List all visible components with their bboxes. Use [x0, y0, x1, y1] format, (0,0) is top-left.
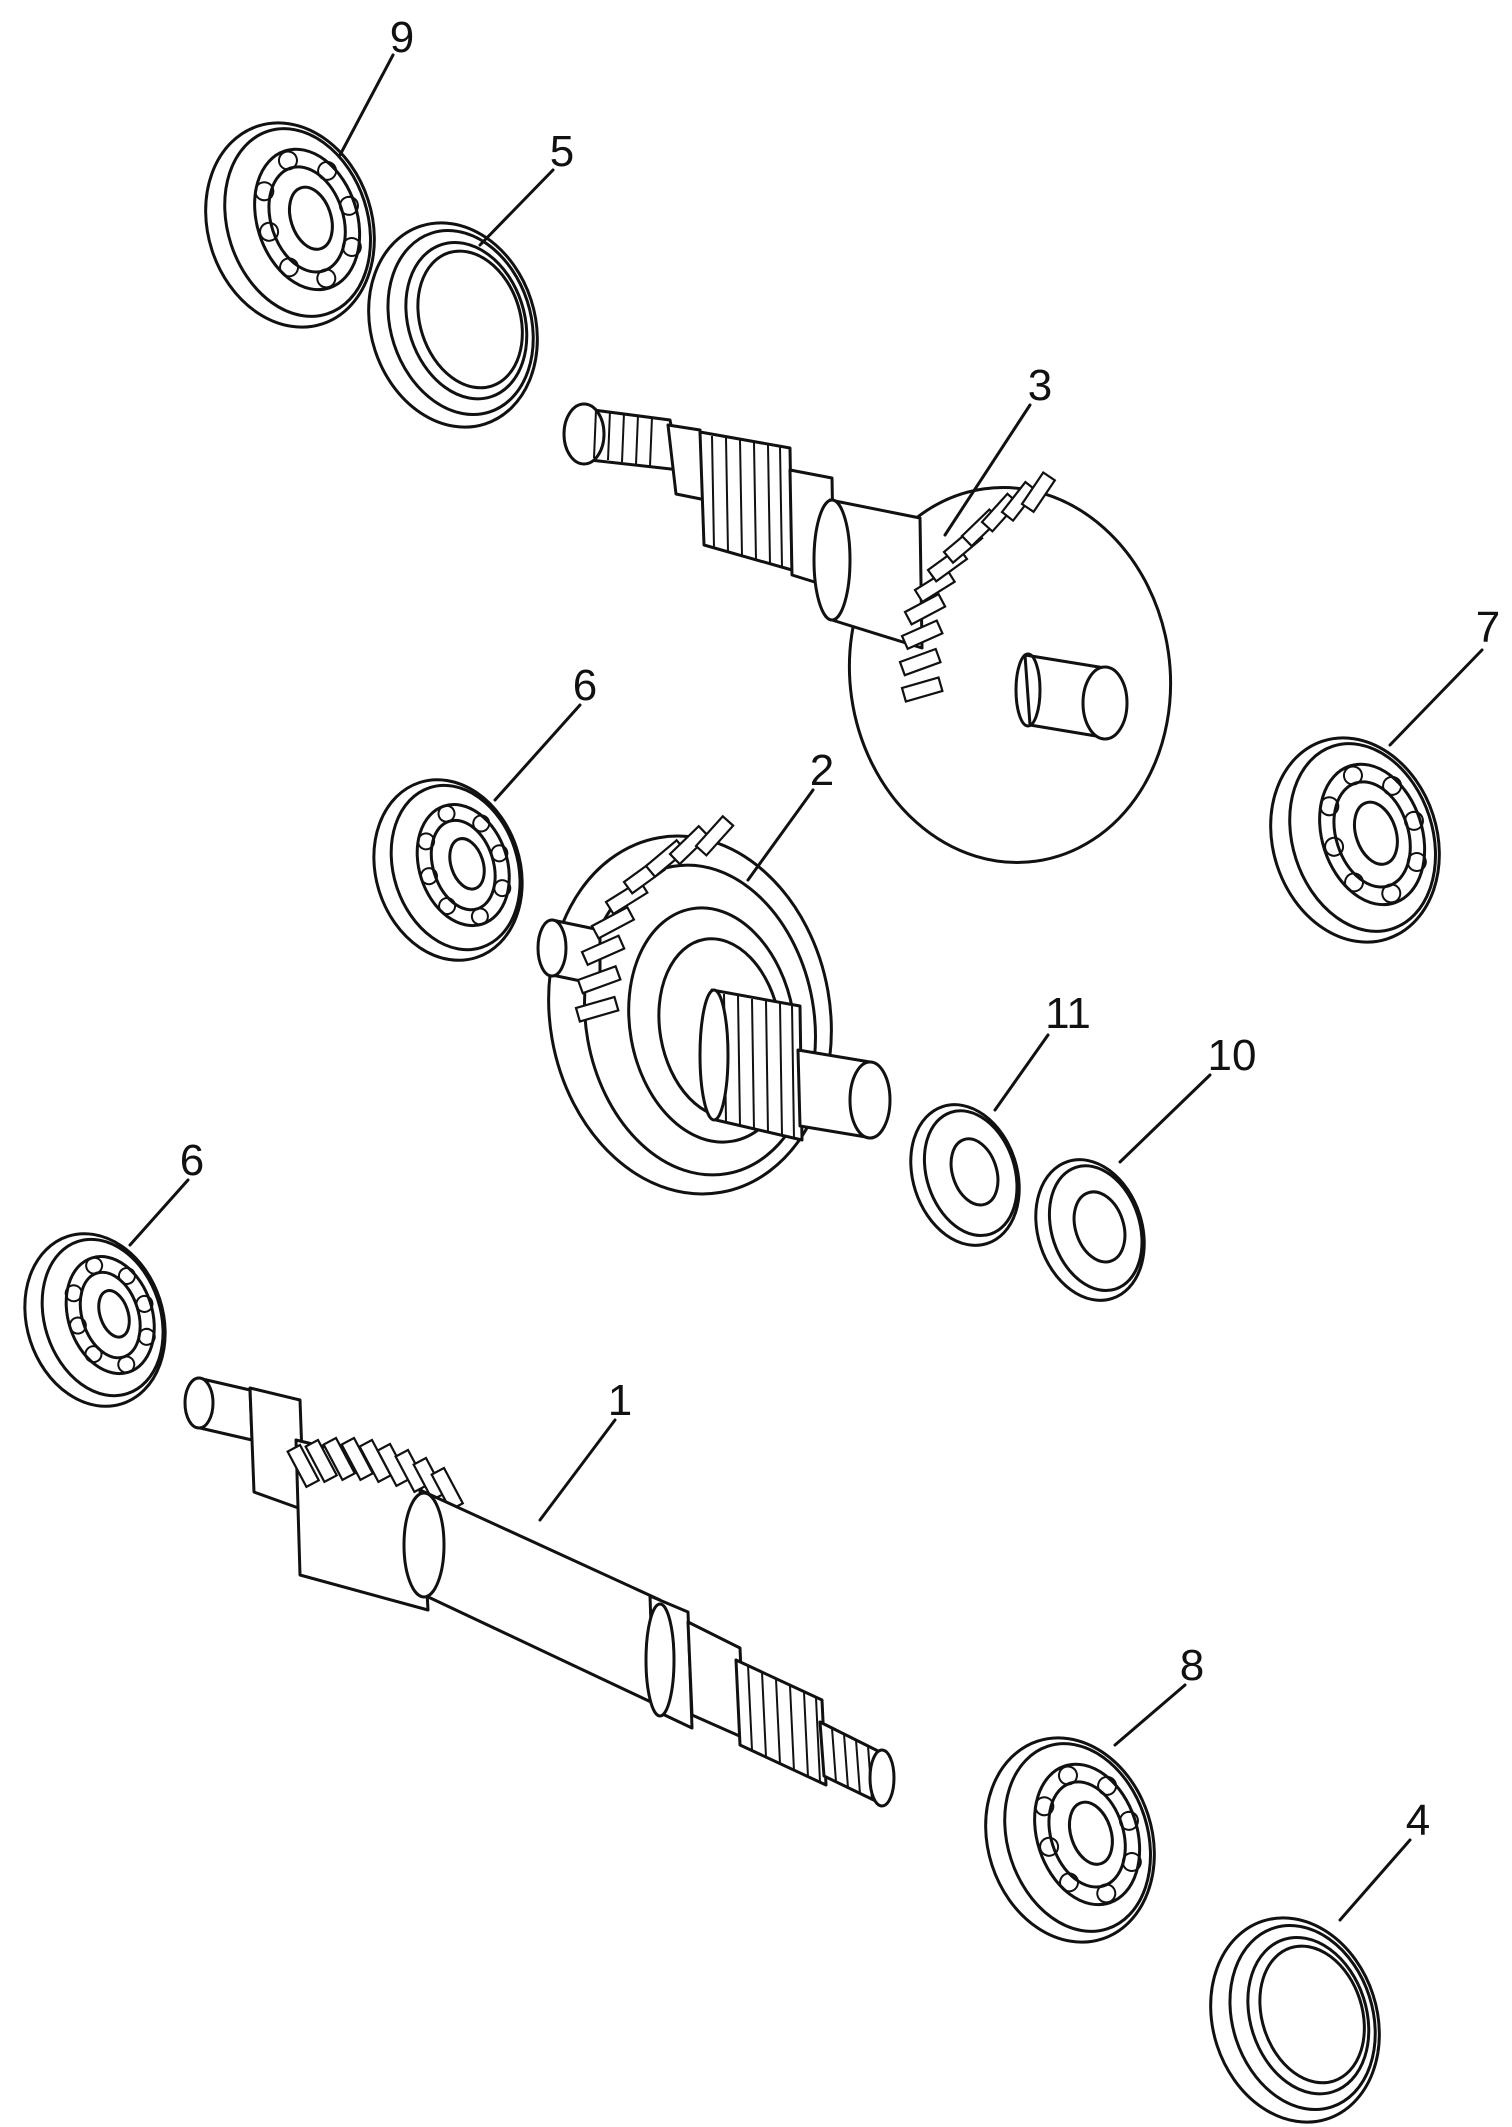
- callout-11: 11: [1045, 989, 1091, 1038]
- ball-bearing-6-lower: [23, 1232, 167, 1408]
- callout-1: 1: [608, 1376, 632, 1425]
- callout-9: 9: [390, 13, 414, 62]
- oil-seal-5: [367, 221, 539, 429]
- callout-10: 10: [1208, 1031, 1257, 1080]
- ball-bearing-7: [1269, 736, 1441, 944]
- countershaft-gear-3: [562, 402, 1173, 864]
- callout-6-lower: 6: [180, 1136, 204, 1185]
- intermediate-gear-2: [536, 814, 892, 1196]
- callout-7: 7: [1476, 603, 1500, 652]
- callout-labels: 9 5 3 7 6 2 11 10 6 1 8 4: [180, 13, 1500, 1845]
- oil-seal-4: [1209, 1916, 1381, 2124]
- ball-bearing-8: [984, 1736, 1156, 1944]
- callout-3: 3: [1028, 361, 1052, 410]
- callout-6-upper: 6: [573, 661, 597, 710]
- leader-lines: [128, 53, 1484, 1922]
- ball-bearing-9: [204, 121, 376, 329]
- callout-5: 5: [550, 127, 574, 176]
- thrust-washer-10: [1034, 1158, 1146, 1302]
- main-shaft-1: [183, 1376, 896, 1808]
- callout-8: 8: [1180, 1641, 1204, 1690]
- thrust-washer-11: [909, 1103, 1021, 1247]
- callout-4: 4: [1406, 1796, 1430, 1845]
- ball-bearing-6-upper: [372, 778, 524, 962]
- callout-2: 2: [810, 746, 834, 795]
